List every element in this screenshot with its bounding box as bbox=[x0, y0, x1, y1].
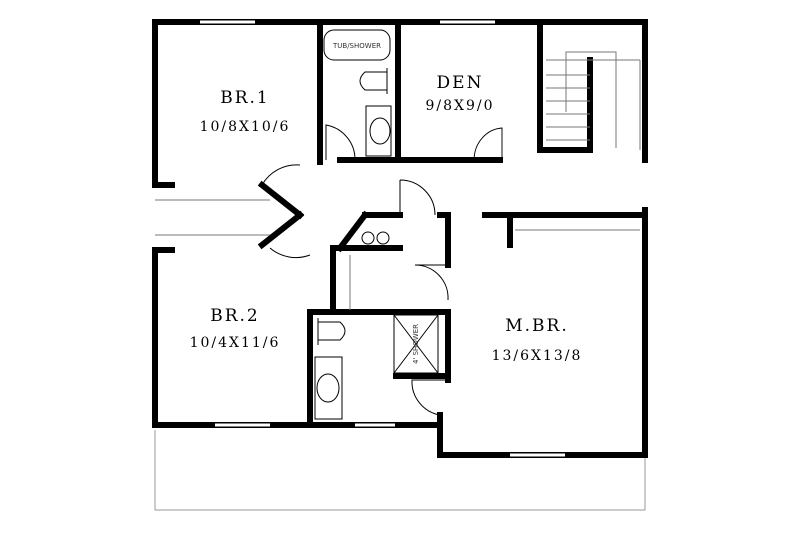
sink-icon bbox=[361, 231, 375, 245]
room-name-br2: BR.2 bbox=[210, 306, 260, 326]
tub-icon bbox=[323, 29, 391, 61]
sink-icon bbox=[376, 231, 390, 245]
toilet-icon bbox=[359, 68, 388, 94]
sink-icon bbox=[316, 373, 340, 403]
room-name-den: DEN bbox=[437, 73, 484, 93]
door-swings bbox=[261, 124, 503, 416]
room-name-br1: BR.1 bbox=[220, 88, 270, 108]
windows bbox=[200, 20, 565, 457]
sink-icon bbox=[369, 117, 391, 145]
toilet-icon bbox=[317, 318, 346, 345]
plumbing-fixtures bbox=[314, 29, 439, 420]
shower-icon bbox=[393, 314, 439, 374]
walls bbox=[152, 19, 648, 458]
room-size-br2: 10/4X11/6 bbox=[190, 335, 281, 351]
porch-outline bbox=[154, 430, 646, 511]
shower-label: 4' SHOWER bbox=[412, 324, 420, 364]
room-size-mbr: 13/6X13/8 bbox=[492, 348, 583, 364]
tub-label: TUB/SHOWER bbox=[332, 42, 381, 50]
thin-lines bbox=[155, 51, 641, 310]
vanity-icon bbox=[365, 105, 392, 157]
vanity-icon bbox=[314, 356, 343, 420]
room-size-br1: 10/8X10/6 bbox=[200, 119, 291, 135]
room-name-mbr: M.BR. bbox=[505, 316, 569, 336]
room-size-den: 9/8X9/0 bbox=[425, 98, 494, 114]
